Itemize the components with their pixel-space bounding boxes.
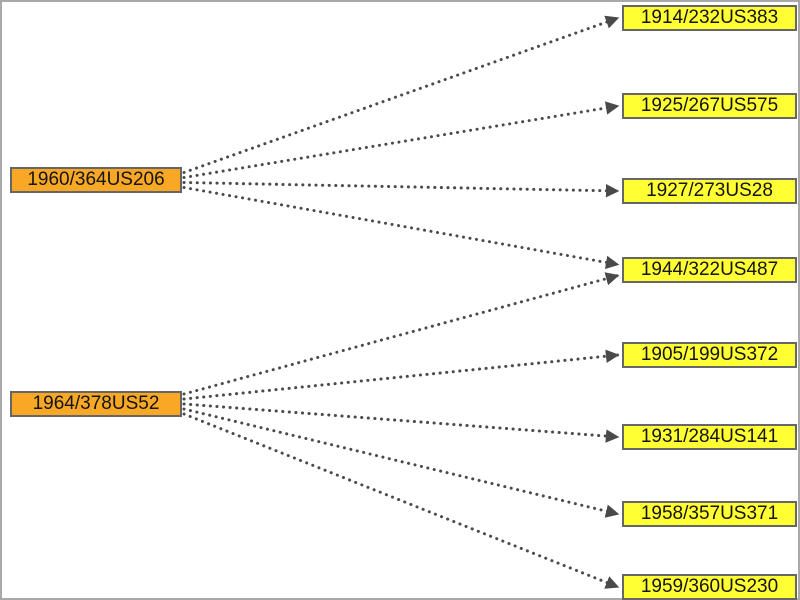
source-case-node[interactable]: 1960/364US206: [10, 167, 182, 193]
cited-case-node[interactable]: 1925/267US575: [622, 93, 797, 119]
citation-edge: [182, 412, 620, 589]
cited-case-node[interactable]: 1959/360US230: [622, 574, 797, 600]
citation-edge: [182, 181, 620, 198]
citation-edge: [182, 349, 620, 401]
cited-case-node[interactable]: 1927/273US28: [622, 178, 797, 204]
citation-edge: [182, 101, 620, 179]
citation-edge: [182, 407, 620, 518]
citation-edge: [182, 186, 620, 270]
citation-edge: [182, 272, 620, 396]
cited-case-node[interactable]: 1944/322US487: [622, 257, 797, 283]
cited-case-node[interactable]: 1958/357US371: [622, 501, 797, 527]
cited-case-node[interactable]: 1931/284US141: [622, 424, 797, 450]
cited-case-node[interactable]: 1905/199US372: [622, 342, 797, 368]
cited-case-node[interactable]: 1914/232US383: [622, 5, 797, 31]
source-case-node[interactable]: 1964/378US52: [10, 391, 182, 417]
citation-edge: [182, 402, 620, 443]
citation-edge: [182, 15, 620, 174]
